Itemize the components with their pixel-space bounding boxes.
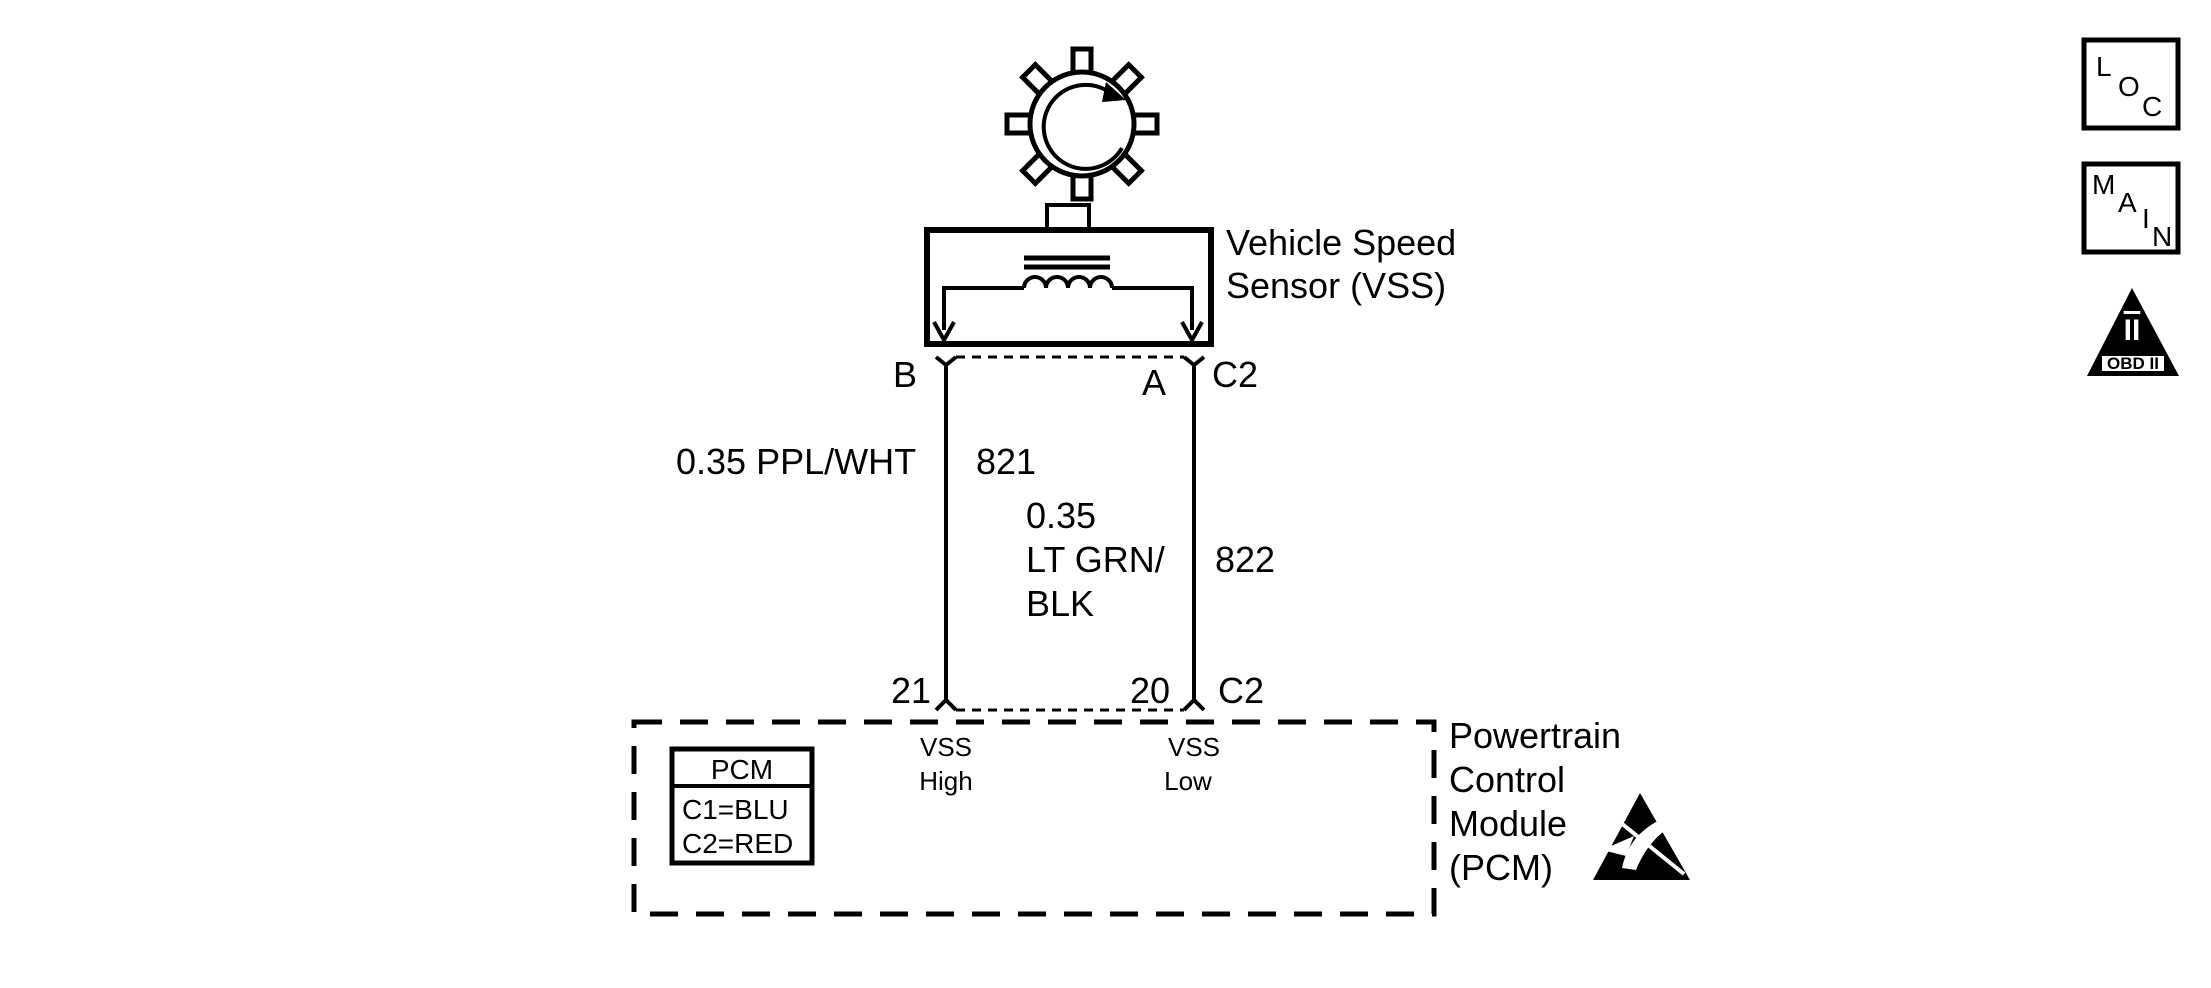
main-letter-i: I [2142,203,2150,234]
obd-numeral: II [2124,314,2141,347]
legend-c2: C2=RED [682,828,793,859]
wire-822-gauge: 0.35 [1026,495,1096,536]
wire-822-color-line2: BLK [1026,583,1094,624]
terminal-vss-low-line2: Low [1164,766,1212,796]
wire-821-circuit: 821 [976,441,1036,482]
esd-sensitive-icon [1593,793,1690,880]
pcm-name-line2: Control [1449,759,1565,800]
pcm-connector-label: C2 [1218,670,1264,711]
loc-letter-o: O [2118,71,2140,102]
terminal-vss-high-line1: VSS [920,732,972,762]
loc-letter-c: C [2142,91,2162,122]
obd-ii-icon[interactable]: II OBD II [2087,288,2179,376]
pcm-connector-legend [669,746,815,866]
main-letter-a: A [2118,187,2137,218]
pcm-connector [934,697,1206,712]
sensor-connector-label: C2 [1212,354,1258,395]
pcm-name-line4: (PCM) [1449,847,1553,888]
terminal-vss-low-line1: VSS [1168,732,1220,762]
main-letter-m: M [2092,169,2115,200]
pcm-name-line1: Powertrain [1449,715,1621,756]
loc-letter-l: L [2096,51,2112,82]
wire-822-circuit: 822 [1215,539,1275,580]
terminal-vss-high-line2: High [919,766,972,796]
main-letter-n: N [2152,221,2172,252]
wire-821-spec: 0.35 PPL/WHT [676,441,916,482]
pcm-name-line3: Module [1449,803,1567,844]
legend-title: PCM [711,754,773,785]
main-icon[interactable]: M A I N [2081,161,2181,255]
sensor-name-line1: Vehicle Speed [1226,222,1456,263]
wire-822-color-line1: LT GRN/ [1026,539,1165,580]
sensor-pin-a: A [1142,362,1166,403]
sensor-name-line2: Sensor (VSS) [1226,265,1446,306]
pcm-module-outline [631,719,1437,917]
vss-sensor-body [924,203,1214,347]
pcm-pin-21: 21 [891,670,931,711]
reluctor-wheel-icon [1004,46,1160,202]
pcm-pin-20: 20 [1130,670,1170,711]
obd-label: OBD II [2107,354,2159,373]
legend-c1: C1=BLU [682,794,789,825]
loc-icon[interactable]: L O C [2081,37,2181,131]
sensor-pin-b: B [893,354,917,395]
